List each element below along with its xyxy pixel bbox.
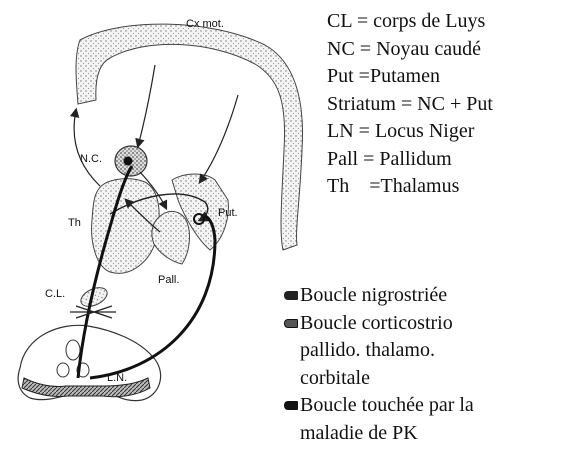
legend-text: Boucle touchée par la — [300, 392, 474, 420]
abbreviation-item: CL = corps de Luys — [327, 8, 493, 36]
abbreviation-item: LN = Locus Niger — [327, 118, 493, 146]
legend-text: Boucle nigrostriée — [300, 282, 447, 310]
arrow-bullet-icon — [284, 319, 298, 328]
aqueduct-circle — [66, 340, 80, 360]
label-subthalamic: C.L. — [45, 288, 65, 300]
legend-text: maladie de PK — [300, 420, 474, 448]
abbreviation-item: Put =Putamen — [327, 63, 493, 91]
nucleus-circle-left — [57, 363, 69, 377]
legend-item-nigrostriatal: Boucle nigrostriée — [284, 282, 474, 310]
legend-text: Boucle corticostrio — [300, 310, 453, 338]
abbreviation-item: NC = Noyau caudé — [327, 36, 493, 64]
loop-legend: Boucle nigrostriée Boucle corticostrio p… — [284, 282, 474, 447]
abbreviation-item: Th =Thalamus — [327, 173, 493, 201]
thalamus-to-cortex-arrow — [74, 110, 100, 186]
label-thalamus: Th — [68, 217, 81, 229]
arrow-bullet-icon — [284, 291, 298, 300]
label-putamen: Put. — [218, 207, 238, 219]
pallidum — [152, 211, 190, 264]
arrow-bullet-icon — [284, 401, 298, 410]
legend-text: pallido. thalamo. — [300, 337, 453, 365]
cortex-to-putamen-arrow — [200, 95, 238, 182]
legend-item-parkinson: Boucle touchée par la maladie de PK — [284, 392, 474, 447]
abbreviation-item: Pall = Pallidum — [327, 146, 493, 174]
abbreviation-item: Striatum = NC + Put — [327, 91, 493, 119]
abbreviation-list: CL = corps de Luys NC = Noyau caudé Put … — [327, 8, 493, 201]
label-cortex: Cx mot. — [186, 18, 224, 30]
label-caudate: N.C. — [80, 153, 102, 165]
cortex-to-caudate-arrow — [138, 65, 155, 146]
legend-text: corbitale — [300, 365, 453, 393]
caudate-terminal — [124, 157, 132, 165]
legend-item-corticostriatal: Boucle corticostrio pallido. thalamo. co… — [284, 310, 474, 393]
label-nigra: L.N. — [107, 372, 127, 384]
lesion-cross-mark — [70, 306, 116, 318]
label-pallidum: Pall. — [158, 274, 179, 286]
